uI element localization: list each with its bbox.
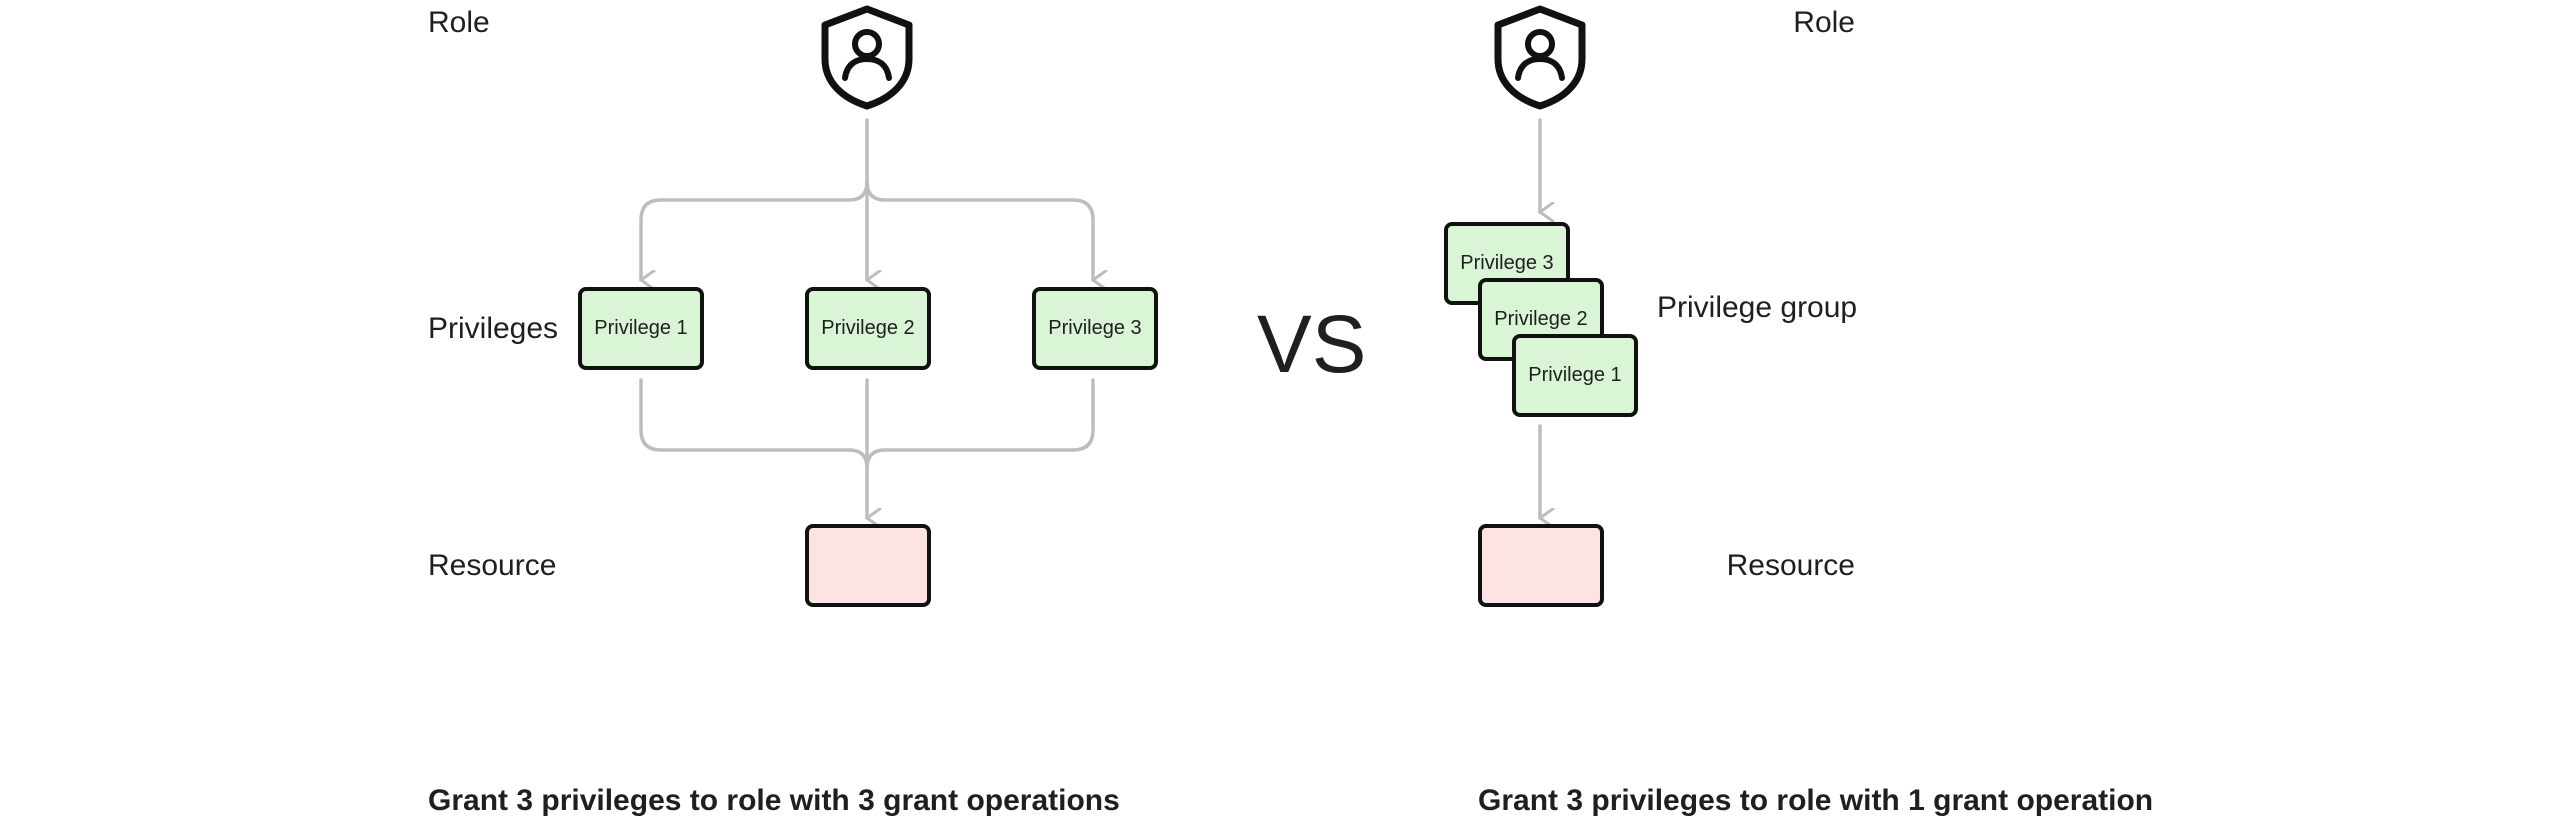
left-resource-label: Resource [428,549,557,582]
shield-user-icon [1494,5,1586,110]
right-resource-box [1478,524,1604,607]
left-privilege-1-box: Privilege 1 [578,287,704,370]
shield-user-icon [821,5,913,110]
left-privilege-3-box: Privilege 3 [1032,287,1158,370]
right-privilege-1-box: Privilege 1 [1512,334,1638,417]
left-branch-privilege-3 [865,180,1093,280]
left-merge-privilege-3 [865,378,1095,470]
right-privilege-group-label: Privilege group [1657,291,1858,324]
left-privilege-2-box: Privilege 2 [805,287,931,370]
right-caption: Grant 3 privileges to role with 1 grant … [1478,784,2154,817]
left-resource-box [805,524,931,607]
left-branch-privilege-1 [641,180,869,280]
left-role-label: Role [428,6,490,39]
left-caption: Grant 3 privileges to role with 3 grant … [428,784,1120,817]
left-privileges-label: Privileges [428,312,559,345]
left-merge-privilege-1 [639,378,869,470]
right-role-label: Role [1793,6,1855,39]
vs-label: VS [1257,299,1367,390]
right-resource-label: Resource [1726,549,1855,582]
